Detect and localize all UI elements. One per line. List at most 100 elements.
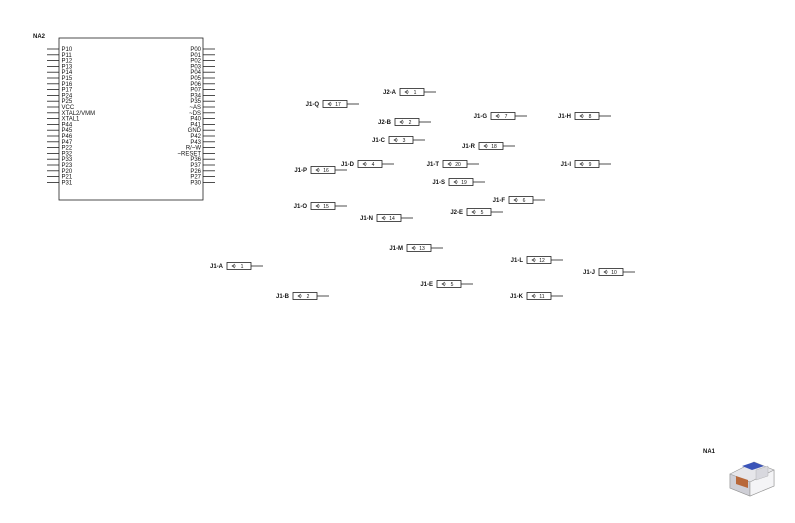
connector-arrow-icon [579, 113, 584, 119]
connector-label: J2-B [378, 120, 392, 126]
connector-label: J1-O [294, 204, 308, 210]
chip-pin-label-left: P21 [62, 175, 73, 181]
connector-pin-number: 19 [461, 180, 467, 186]
connector-label: J1-G [474, 114, 488, 120]
chip-pin-label-right: ~DS [189, 111, 201, 117]
connector-j1-m[interactable]: J1-M 13 [389, 244, 443, 253]
connector-arrow-icon [531, 257, 536, 263]
connector-j1-r[interactable]: J1-R 18 [462, 142, 515, 151]
chip-pin-label-right: P03 [190, 64, 201, 70]
connector-label: J1-E [420, 282, 433, 288]
connector-j2-b[interactable]: J2-B 2 [378, 118, 431, 127]
chip-pin-label-left: P24 [62, 93, 73, 99]
chip-pin-label-left: XTAL1 [62, 117, 81, 123]
connector-pin-number: 13 [419, 246, 425, 252]
connector-body [490, 112, 516, 120]
connector-pin-number: 2 [307, 294, 310, 300]
connector-pin-number: 4 [372, 162, 375, 168]
chip-ref: NA2 [33, 34, 46, 40]
connector-body [399, 88, 425, 96]
chip-pin-label-right: R/~W [186, 146, 202, 152]
connector-label: J1-M [389, 246, 403, 252]
chip-pin-label-right: P01 [190, 53, 201, 59]
connector-pin-number: 5 [451, 282, 454, 288]
connector-j1-n[interactable]: J1-N 14 [360, 214, 413, 223]
connector-label: J1-S [432, 180, 445, 186]
connector-arrow-icon [381, 215, 386, 221]
connector-arrow-icon [362, 161, 367, 167]
connector-body [357, 160, 383, 168]
chip-pin-label-right: P27 [190, 175, 201, 181]
chip-pin-label-right: P05 [190, 76, 201, 82]
chip-pin-label-left: VCC [62, 105, 75, 111]
chip-pin-label-left: P11 [62, 53, 73, 59]
connector-j1-s[interactable]: J1-S 19 [432, 178, 485, 187]
connector-pin-number: 2 [409, 120, 412, 126]
part-na1[interactable]: NA1 [703, 449, 775, 497]
chip-pin-label-right: P26 [190, 169, 201, 175]
connector-label: J2-A [383, 90, 397, 96]
chip-pin-label-right: P37 [190, 163, 201, 169]
chip-pin-label-left: P23 [62, 163, 73, 169]
chip-pin-label-left: P46 [62, 134, 73, 140]
connector-j1-o[interactable]: J1-O 15 [294, 202, 347, 211]
connector-label: J1-C [372, 138, 386, 144]
chip-pin-label-left: P47 [62, 140, 73, 146]
chip-pin-label-right: P42 [190, 134, 201, 140]
connector-j1-h[interactable]: J1-H 8 [558, 112, 611, 121]
chip-na2[interactable]: NA2 P10P11P12P13P14P15P16P17P24P25VCCXTA… [33, 34, 215, 201]
connector-pin-number: 15 [323, 204, 329, 210]
connector-pin-number: 18 [491, 144, 497, 150]
chip-pin-label-right: P36 [190, 157, 201, 163]
chip-pin-label-left: P33 [62, 157, 73, 163]
connector-j1-a[interactable]: J1-A 1 [210, 262, 263, 271]
connector-label: J1-F [493, 198, 506, 204]
connector-label: J1-Q [306, 102, 320, 108]
connector-arrow-icon [315, 167, 320, 173]
chip-pin-label-left: P45 [62, 128, 73, 134]
connector-arrow-icon [393, 137, 398, 143]
connector-pin-number: 14 [389, 216, 395, 222]
chip-pin-label-right: GND [188, 128, 202, 134]
connector-arrow-icon [399, 119, 404, 125]
chip-pin-label-right: P04 [190, 70, 201, 76]
chip-pin-label-right: P34 [190, 93, 201, 99]
connector-label: J1-R [462, 144, 476, 150]
connector-arrow-icon [453, 179, 458, 185]
connector-pin-number: 12 [539, 258, 545, 264]
part-ref: NA1 [703, 449, 716, 455]
connector-pin-number: 1 [241, 264, 244, 270]
chip-pin-label-left: P14 [62, 70, 73, 76]
chip-body [58, 37, 204, 201]
connector-pin-number: 8 [589, 114, 592, 120]
connector-label: J1-H [558, 114, 571, 120]
connector-j1-e[interactable]: J1-E 5 [420, 280, 473, 289]
connector-body [574, 160, 600, 168]
connector-body [226, 262, 252, 270]
connector-label: J1-A [210, 264, 224, 270]
connector-arrow-icon [447, 161, 452, 167]
connector-label: J1-N [360, 216, 373, 222]
chip-pin-label-right: P40 [190, 117, 201, 123]
connector-body [466, 208, 492, 216]
chip-pin-label-right: P06 [190, 82, 201, 88]
chip-pin-label-right: P30 [190, 180, 201, 186]
chip-pin-label-left: P44 [62, 122, 73, 128]
chip-pin-label-right: ~RESET [177, 151, 201, 157]
connector-arrow-icon [579, 161, 584, 167]
